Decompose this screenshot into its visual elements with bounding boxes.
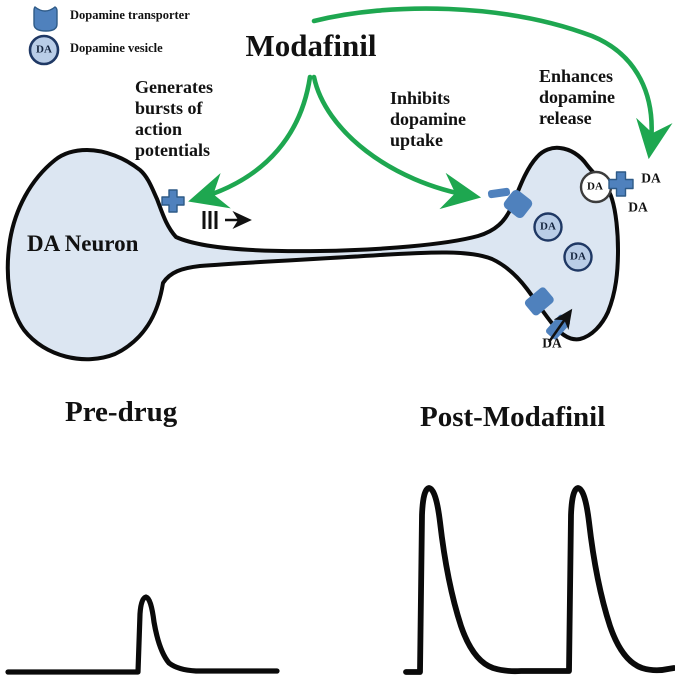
- legend-vesicle-label: Dopamine vesicle: [70, 41, 163, 55]
- arrow-inhibits-uptake: [311, 74, 482, 210]
- legend-transporter-label: Dopamine transporter: [70, 8, 190, 22]
- annotation-inhibits-uptake: Inhibits dopamine uptake: [390, 88, 467, 150]
- released-da-1: DA: [641, 170, 661, 186]
- action-potential-burst-icon: [202, 210, 252, 230]
- minus-icon: [487, 187, 511, 199]
- legend-vesicle-da-text: DA: [36, 43, 52, 56]
- post-modafinil-label: Post-Modafinil: [420, 401, 606, 433]
- vesicle-icon-legend: [28, 34, 60, 66]
- annotation-generates-bursts: Generates bursts of action potentials: [135, 77, 213, 160]
- uptake-da-text: DA: [542, 335, 562, 351]
- plus-icon-soma: [161, 189, 185, 213]
- pre-drug-label: Pre-drug: [65, 396, 178, 428]
- post-modafinil-trace: [403, 485, 675, 675]
- fusing-vesicle-text: DA: [587, 180, 603, 193]
- released-da-2: DA: [628, 199, 648, 215]
- pre-drug-trace: [5, 594, 280, 675]
- vesicle-1-text: DA: [540, 220, 556, 233]
- transporter-icon-uptake: [503, 189, 533, 219]
- figure-title: Modafinil: [245, 28, 377, 63]
- uptake-arrow: [547, 308, 573, 343]
- arrow-enhances-release: [311, 6, 673, 160]
- dopamine-vesicle-1: [533, 212, 563, 242]
- transporter-icon-bottom: [524, 287, 554, 316]
- annotation-enhances-release: Enhances dopamine release: [539, 66, 616, 128]
- transporter-icon-legend: [33, 6, 58, 32]
- neuron-outline: [5, 145, 620, 362]
- soma-label: DA Neuron: [27, 231, 139, 256]
- plus-icon-release: [608, 171, 634, 197]
- vesicle-2-text: DA: [570, 250, 586, 263]
- arrow-generates-bursts: [188, 74, 313, 209]
- dopamine-vesicle-2: [563, 242, 593, 272]
